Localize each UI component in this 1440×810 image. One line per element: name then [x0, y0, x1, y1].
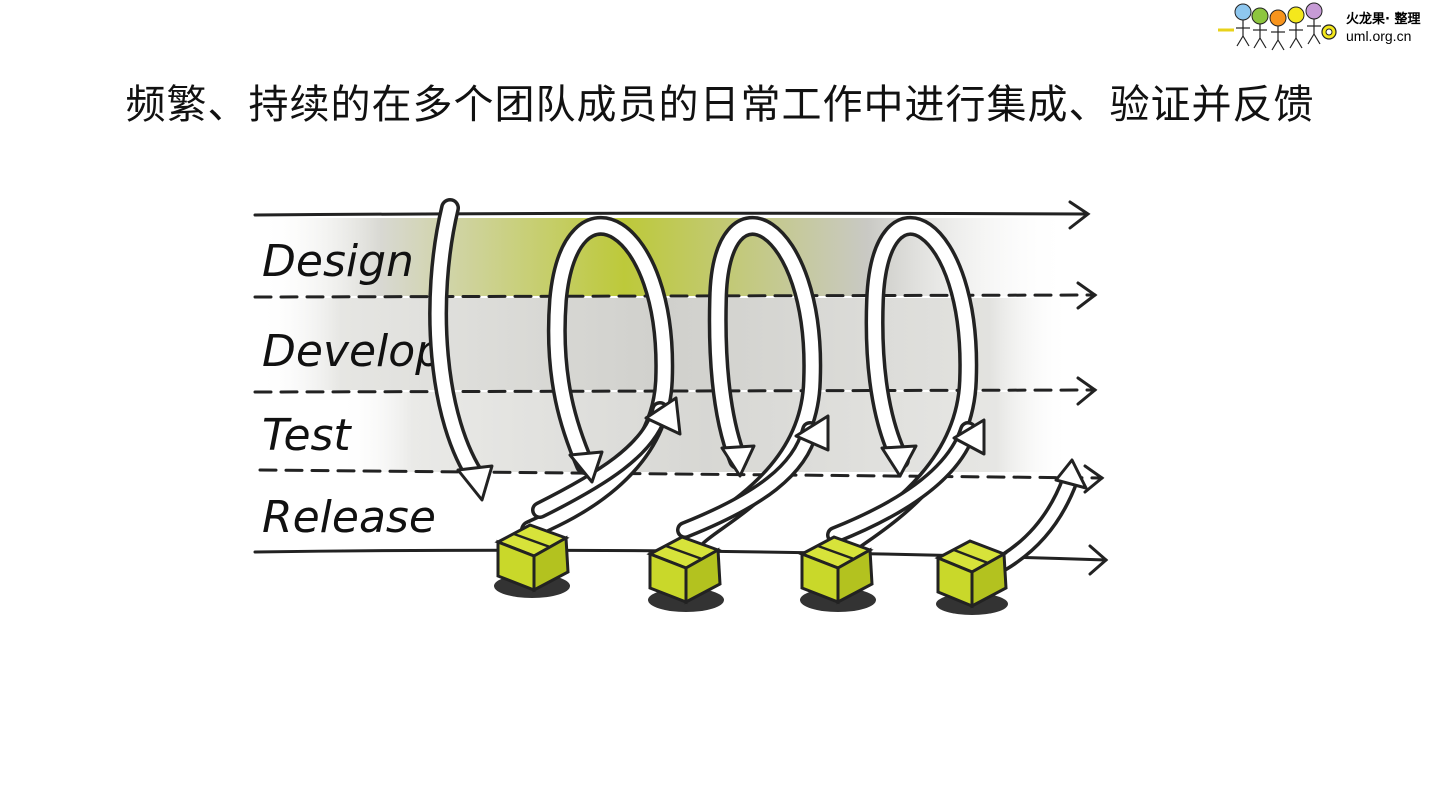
- arrowhead-4: [720, 444, 756, 478]
- test-release-divider: [258, 468, 1104, 480]
- logo-head-2: [1251, 7, 1269, 25]
- build-box-1: [494, 523, 570, 598]
- loop-1-arrow: [520, 215, 675, 540]
- slide-title: 频繁、持续的在多个团队成员的日常工作中进行集成、验证并反馈: [125, 82, 1315, 128]
- box-connector-arrows: [531, 401, 1079, 579]
- lane-label-test: Test: [262, 410, 352, 461]
- arrowhead-5: [794, 414, 830, 452]
- logo-figures-icon: [1218, 2, 1337, 51]
- lane-label-develop: Develop: [262, 326, 443, 377]
- arrowhead-6: [880, 444, 918, 478]
- develop-test-divider: [253, 388, 1097, 394]
- logo-head-3: [1269, 9, 1287, 27]
- build-box-3: [798, 535, 876, 612]
- top-boundary-line: [253, 211, 1087, 217]
- logo-url-text: uml.org.cn: [1346, 28, 1412, 44]
- build-box-2: [646, 535, 724, 612]
- first-loop-arrow: [428, 198, 488, 490]
- logo-head-1: [1234, 3, 1252, 21]
- ci-lifecycle-diagram: Design Develop Test Release: [253, 198, 1109, 615]
- logo: 火龙果· 整理 uml.org.cn: [1214, 2, 1436, 54]
- arrowhead-1: [456, 464, 494, 502]
- logo-brand-text: 火龙果· 整理: [1346, 12, 1421, 27]
- lane-label-release: Release: [262, 492, 436, 543]
- arrowhead-7: [952, 418, 986, 456]
- design-develop-divider: [253, 293, 1097, 299]
- build-box-4: [934, 539, 1008, 615]
- arrowhead-3: [644, 396, 682, 436]
- lane-label-design: Design: [262, 236, 414, 287]
- logo-head-5: [1305, 2, 1323, 20]
- arrowhead-2: [568, 450, 604, 484]
- arrowhead-8: [1054, 458, 1088, 490]
- logo-head-4: [1287, 6, 1305, 24]
